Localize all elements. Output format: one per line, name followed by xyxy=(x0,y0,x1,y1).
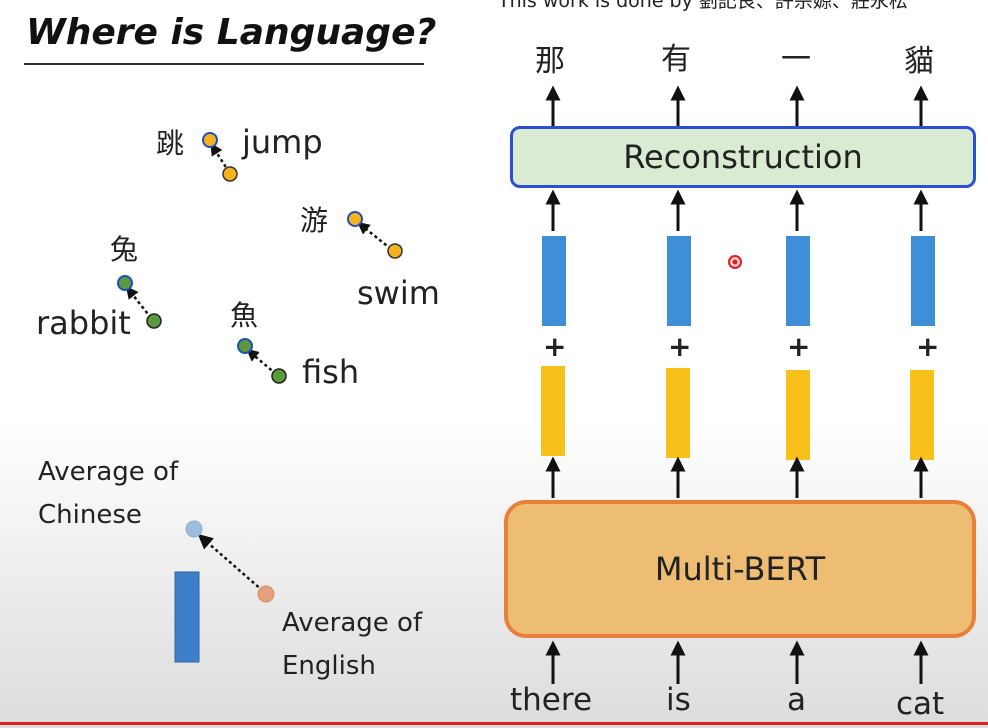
bottom-red-line xyxy=(0,722,988,725)
dot-cn-rabbit xyxy=(117,275,133,291)
dot-cn-fish xyxy=(237,338,253,354)
average-chinese-dot xyxy=(185,520,203,538)
label-cn-swim: 游 xyxy=(300,204,329,237)
multi-bert-label: Multi-BERT xyxy=(654,550,826,588)
yellow-vector-2 xyxy=(666,368,690,458)
dot-en-rabbit xyxy=(146,313,162,329)
swim-offset-arrow xyxy=(357,221,392,250)
arrows-to-output xyxy=(545,85,929,126)
label-en-jump: jump xyxy=(242,123,323,161)
label-en-swim: swim xyxy=(357,274,440,312)
label-en-fish: fish xyxy=(302,353,360,391)
credit-text: This work is done by 劉記良、許宗嫄、莊永松 xyxy=(498,0,908,12)
yellow-vector-3 xyxy=(786,370,810,460)
dot-en-fish xyxy=(271,368,287,384)
blue-vector-1 xyxy=(542,236,566,326)
yellow-vector-1 xyxy=(541,366,565,456)
average-offset-arrow xyxy=(197,534,264,592)
pointer-cursor-center xyxy=(732,259,738,265)
plus-sign-2: + xyxy=(668,330,692,363)
label-cn-fish: 魚 xyxy=(230,299,259,332)
jump-offset-arrow xyxy=(210,142,231,173)
blue-vector-2 xyxy=(667,236,691,326)
average-english-label: Average of English xyxy=(282,608,423,681)
mean-difference-vector xyxy=(174,571,200,663)
plus-sign-4: + xyxy=(916,330,940,363)
arrows-to-reconstruction xyxy=(545,189,929,231)
output-token-3: 一 xyxy=(781,42,811,77)
dot-cn-swim xyxy=(347,211,363,227)
plus-sign-3: + xyxy=(787,330,811,363)
reconstruction-block: Reconstruction xyxy=(510,126,976,188)
input-token-1: there xyxy=(510,682,593,718)
page-title: Where is Language? xyxy=(26,12,437,53)
dot-en-jump xyxy=(222,166,238,182)
blue-vectors xyxy=(542,236,935,326)
output-token-4: 貓 xyxy=(904,44,934,79)
output-token-2: 有 xyxy=(661,42,691,77)
yellow-vector-4 xyxy=(910,370,934,460)
label-cn-rabbit: 兔 xyxy=(110,233,139,266)
dot-en-swim xyxy=(387,243,403,259)
arrows-from-input xyxy=(545,640,929,684)
input-token-4: cat xyxy=(896,686,945,722)
blue-vector-3 xyxy=(786,236,810,326)
label-en-rabbit: rabbit xyxy=(36,304,131,342)
input-token-3: a xyxy=(787,682,806,718)
input-token-2: is xyxy=(666,682,691,718)
reconstruction-label: Reconstruction xyxy=(623,138,863,176)
label-cn-jump: 跳 xyxy=(156,127,185,160)
title-underline xyxy=(24,63,424,65)
multi-bert-block: Multi-BERT xyxy=(504,500,976,638)
output-token-1: 那 xyxy=(535,44,565,79)
dot-cn-jump xyxy=(202,132,218,148)
plus-sign-1: + xyxy=(543,330,567,363)
average-chinese-label: Average of Chinese xyxy=(38,457,179,530)
arrows-from-encoder xyxy=(545,456,929,498)
blue-vector-4 xyxy=(911,236,935,326)
yellow-vectors xyxy=(541,366,934,460)
average-english-dot xyxy=(257,585,275,603)
